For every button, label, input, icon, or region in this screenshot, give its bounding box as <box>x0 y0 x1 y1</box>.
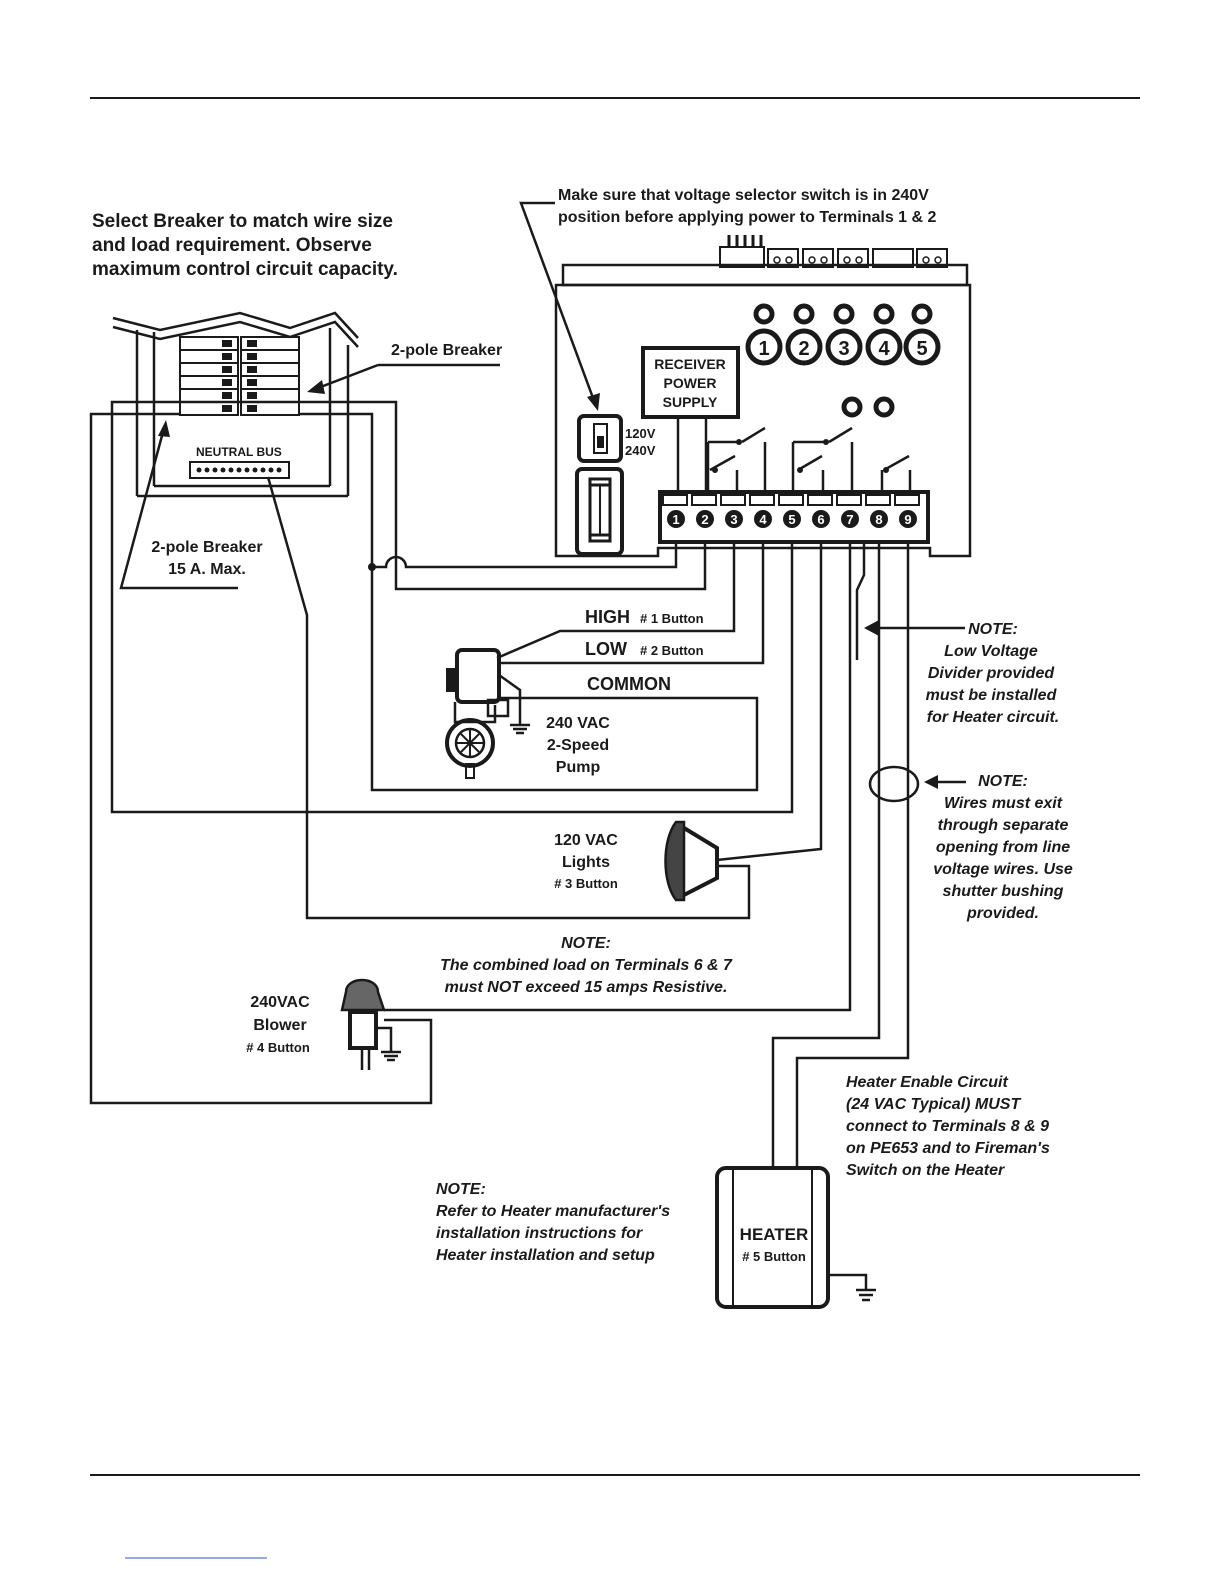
button-number-1: 1 <box>758 338 769 360</box>
neutral-bus-bar <box>189 461 290 479</box>
two-pole-breaker-bottom-label-2: 15 A. Max. <box>168 561 246 578</box>
breaker-panel <box>112 311 359 498</box>
aux-jack-left <box>841 396 863 418</box>
blower-label-1: 240VAC <box>250 994 310 1011</box>
control-box <box>554 235 972 558</box>
heater-label: HEATER <box>740 1225 809 1244</box>
breaker-note-line-1: Select Breaker to match wire size <box>92 211 393 232</box>
terminal-7: 7 <box>846 512 853 527</box>
pump-motor-drawing <box>445 648 530 779</box>
wires-note-6: shutter bushing <box>943 883 1064 900</box>
terminal-1: 1 <box>672 512 679 527</box>
divider-note-arrowhead <box>864 620 879 636</box>
terminal-block <box>658 490 930 544</box>
two-pole-breaker-top-label: 2-pole Breaker <box>391 342 502 359</box>
wire-exit-ellipse <box>868 765 920 803</box>
load-note-2: The combined load on Terminals 6 & 7 <box>440 957 733 974</box>
terminal-8: 8 <box>875 512 882 527</box>
voltage-selector-switch <box>577 414 623 463</box>
lights-button-label: # 3 Button <box>554 876 618 891</box>
button-number-5: 5 <box>916 338 927 360</box>
pump-low-button-label: # 2 Button <box>640 643 704 658</box>
lights-label-2: Lights <box>562 854 610 871</box>
heater-enable-note-4: on PE653 and to Fireman's <box>846 1140 1050 1157</box>
divider-note-2: Low Voltage <box>944 643 1038 660</box>
receiver-label-2: POWER <box>664 375 717 391</box>
heater-note-3: installation instructions for <box>436 1225 643 1242</box>
pump-label-3: Pump <box>556 759 601 776</box>
two-pole-breaker-bottom-label-1: 2-pole Breaker <box>151 539 262 556</box>
terminal-4: 4 <box>759 512 767 527</box>
wires <box>89 400 910 1168</box>
voltage-note-line-1: Make sure that voltage selector switch i… <box>558 187 929 204</box>
wires-note-1: NOTE: <box>978 773 1028 790</box>
button-number-2: 2 <box>798 338 809 360</box>
neutral-bus-dots <box>196 467 282 473</box>
load-note-3: must NOT exceed 15 amps Resistive. <box>445 979 728 996</box>
divider-note-1: NOTE: <box>968 621 1018 638</box>
heater-enable-note-2: (24 VAC Typical) MUST <box>846 1096 1021 1113</box>
wires-note-3: through separate <box>938 817 1069 834</box>
heater-button-label: # 5 Button <box>742 1249 806 1264</box>
pump-high-label: HIGH <box>585 607 630 627</box>
aux-jack-right <box>873 396 895 418</box>
wires-note-arrowhead <box>924 775 938 789</box>
divider-note-4: must be installed <box>926 687 1058 704</box>
blower-button-label: # 4 Button <box>246 1040 310 1055</box>
heater-note-4: Heater installation and setup <box>436 1247 655 1264</box>
heater-note-1: NOTE: <box>436 1181 486 1198</box>
receiver-label-1: RECEIVER <box>654 356 726 372</box>
terminal-5: 5 <box>788 512 795 527</box>
button-number-3: 3 <box>838 338 849 360</box>
blower-drawing <box>340 978 401 1070</box>
button-number-badges: 1 2 3 4 5 <box>745 328 941 366</box>
wires-note-2: Wires must exit <box>944 795 1063 812</box>
heater-note-2: Refer to Heater manufacturer's <box>436 1203 670 1220</box>
heater-box-drawing <box>715 1166 876 1309</box>
wires-note-7: provided. <box>966 905 1039 922</box>
divider-note-3: Divider provided <box>928 665 1055 682</box>
pump-high-button-label: # 1 Button <box>640 611 704 626</box>
selector-120v-label: 120V <box>625 426 656 441</box>
lights-label-1: 120 VAC <box>554 832 618 849</box>
button-jacks <box>753 303 933 418</box>
relay-switches <box>706 426 912 492</box>
receiver-label-3: SUPPLY <box>663 394 718 410</box>
heater-enable-note-1: Heater Enable Circuit <box>846 1074 1009 1091</box>
button-number-4: 4 <box>878 338 890 360</box>
pump-low-label: LOW <box>585 639 627 659</box>
wires-note-4: opening from line <box>936 839 1070 856</box>
load-note-1: NOTE: <box>561 935 611 952</box>
receiver-power-supply-box <box>641 346 740 419</box>
wires-note-5: voltage wires. Use <box>933 861 1073 878</box>
fuse-holder <box>575 467 624 556</box>
neutral-bus-label: NEUTRAL BUS <box>196 445 282 459</box>
terminal-2: 2 <box>701 512 708 527</box>
breaker-switch-rows <box>179 336 300 416</box>
blower-label-2: Blower <box>253 1017 306 1034</box>
light-fixture-drawing <box>664 820 719 902</box>
pump-label-2: 2-Speed <box>547 737 609 754</box>
heater-enable-note-5: Switch on the Heater <box>846 1162 1005 1179</box>
voltage-note-line-2: position before applying power to Termin… <box>558 209 937 226</box>
breaker-note-line-2: and load requirement. Observe <box>92 235 372 256</box>
breaker-arrows <box>119 201 600 590</box>
heater-enable-note-3: connect to Terminals 8 & 9 <box>846 1118 1049 1135</box>
terminal-3: 3 <box>730 512 737 527</box>
selector-240v-label: 240V <box>625 443 656 458</box>
pump-label-1: 240 VAC <box>546 715 610 732</box>
terminal-6: 6 <box>817 512 824 527</box>
pump-common-label: COMMON <box>587 674 671 694</box>
breaker-note-line-3: maximum control circuit capacity. <box>92 259 398 280</box>
divider-note-5: for Heater circuit. <box>927 709 1059 726</box>
terminal-9: 9 <box>904 512 911 527</box>
